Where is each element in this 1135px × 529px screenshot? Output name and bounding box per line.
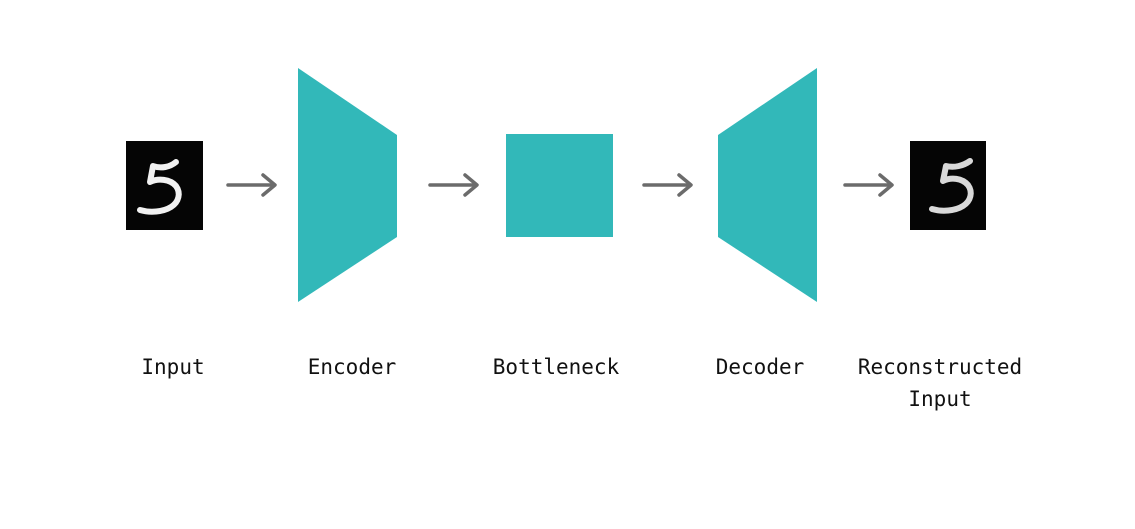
stage-label-input: Input [141, 355, 205, 379]
reconstructed-digit-image [910, 141, 986, 230]
stage-label-decoder: Decoder [715, 355, 805, 379]
arrow-encoder-to-bottleneck [428, 173, 479, 197]
arrow-decoder-to-reconstructed [843, 173, 894, 197]
stage-label-reconstructed-input: Reconstructed Input [857, 355, 1023, 411]
bottleneck-block [506, 134, 613, 237]
stage-label-encoder: Encoder [307, 355, 397, 379]
arrow-bottleneck-to-decoder [642, 173, 693, 197]
arrow-input-to-encoder [226, 173, 277, 197]
decoder-block [718, 68, 817, 302]
input-digit-image [126, 141, 203, 230]
stage-label-bottleneck: Bottleneck [492, 355, 620, 379]
encoder-block [298, 68, 397, 302]
